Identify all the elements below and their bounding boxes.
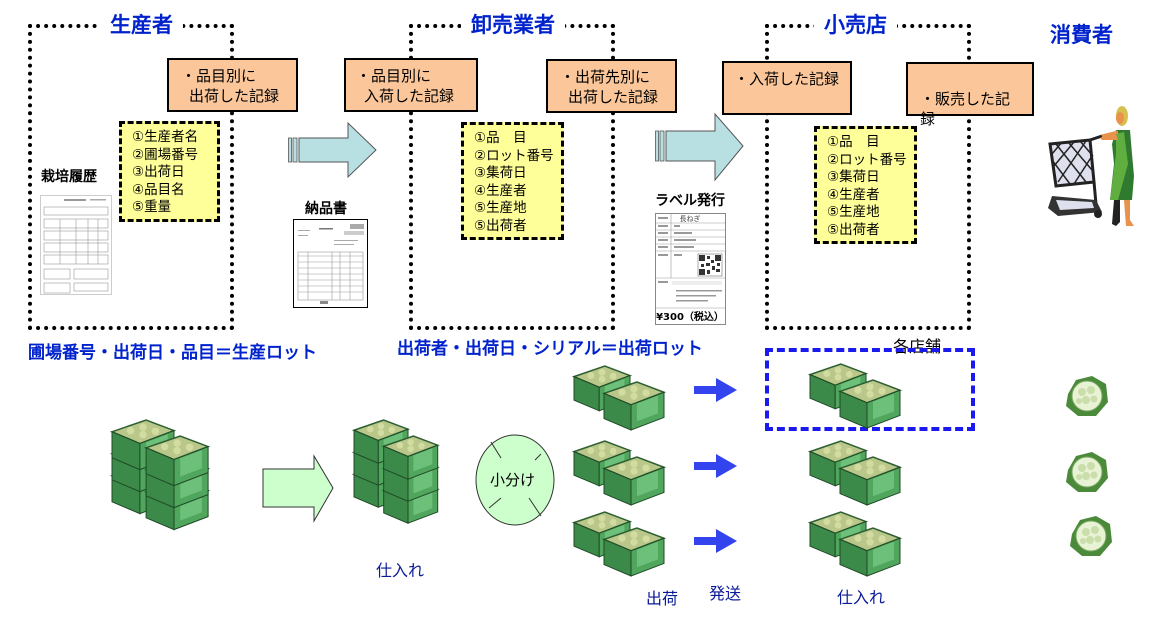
production-lot-definition: 圃場番号・出荷日・品目＝生産ロット <box>28 343 317 363</box>
label-issue-label: ラベル発行 <box>655 193 725 209</box>
info-item: ⑤重量 <box>132 199 172 215</box>
cauliflower-icon <box>1066 452 1108 492</box>
record-line: ・品目別に <box>181 67 257 85</box>
consumer-title: 消費者 <box>1050 23 1113 47</box>
retailer-receipt-record: ・入荷した記録 <box>722 61 852 115</box>
info-item: ④生産者 <box>474 182 527 199</box>
info-item: ①品 目 <box>827 134 880 150</box>
record-line: ・品目別に <box>356 67 432 85</box>
subdivide-label: 小分け <box>490 471 536 489</box>
record-line: 入荷した記録 <box>364 87 455 105</box>
retailer-title: 小売店 <box>814 12 897 38</box>
shopper-with-cart-icon <box>1048 106 1134 226</box>
wholesale-purchase-label: 仕入れ <box>376 561 425 580</box>
info-item: ②ロット番号 <box>827 151 907 168</box>
info-item: ④生産者 <box>827 186 880 203</box>
label-price: ¥300（税込） <box>656 310 724 323</box>
crate-icon <box>837 379 903 429</box>
shipping-arrow-icon <box>694 454 737 478</box>
wholesaler-shipment-record: ・出荷先別に 出荷した記録 <box>546 59 677 113</box>
crate-icon <box>601 527 667 577</box>
info-item: ②圃場番号 <box>132 146 199 163</box>
arrow-right-icon <box>262 454 334 523</box>
info-item: ③集荷日 <box>827 169 880 185</box>
delivery-note-document <box>293 219 368 308</box>
cauliflower-icon <box>1070 516 1112 556</box>
crate-stack-large <box>109 419 211 531</box>
crate-pair <box>571 511 667 577</box>
crate-icon <box>601 381 667 431</box>
crate-icon <box>837 456 903 506</box>
info-item: ②ロット番号 <box>474 147 554 164</box>
crate-stack-medium <box>351 419 440 524</box>
crate-pair <box>571 365 667 431</box>
dispatch-label: 発送 <box>709 584 742 603</box>
info-item: ⑤出荷者 <box>827 221 880 238</box>
crate-icon <box>601 456 667 506</box>
crate-pair <box>807 440 903 506</box>
label-icon: 長ねぎ ¥300（税込） <box>656 214 725 323</box>
retail-purchase-label: 仕入れ <box>837 588 886 607</box>
ship-label: 出荷 <box>646 589 679 608</box>
retailer-info-box: ①品 目 ②ロット番号 ③集荷日 ④生産者 ⑤生産地 ⑤出荷者 <box>814 126 917 244</box>
producer-title: 生産者 <box>100 12 183 38</box>
info-item: ③集荷日 <box>474 165 527 181</box>
delivery-note-label: 納品書 <box>305 201 347 217</box>
cauliflower-shape <box>1066 452 1108 492</box>
producer-shipment-record: ・品目別に 出荷した記録 <box>167 58 298 112</box>
store-highlight-frame <box>765 348 975 431</box>
record-line: 出荷した記録 <box>568 88 659 106</box>
crate-icon <box>381 435 440 480</box>
crate-pair <box>571 440 667 506</box>
info-item: ③出荷日 <box>132 164 185 180</box>
document-icon <box>297 224 364 304</box>
record-line: ・入荷した記録 <box>734 70 840 88</box>
info-item: ⑤生産地 <box>474 200 527 216</box>
info-item: ①品 目 <box>474 130 527 146</box>
cauliflower-shape <box>1070 516 1112 556</box>
wholesaler-title: 卸売業者 <box>461 12 565 38</box>
info-item: ①生産者名 <box>132 129 199 145</box>
arrow-right-icon <box>288 121 377 179</box>
cultivation-history-document <box>40 195 112 295</box>
shipping-arrow-icon <box>694 529 737 553</box>
info-item: ④品目名 <box>132 181 185 198</box>
crate-icon <box>837 527 903 577</box>
record-line: ・出荷先別に <box>560 68 651 86</box>
document-icon <box>40 195 112 295</box>
record-line: ・販売した記録 <box>920 90 1011 128</box>
crate-icon <box>807 440 869 487</box>
qr-code-icon <box>697 253 723 277</box>
subdivide-circle <box>475 434 555 526</box>
product-label-document: 長ねぎ ¥300（税込） <box>655 213 726 325</box>
shipment-lot-definition: 出荷者・出荷日・シリアル＝出荷ロット <box>397 339 703 359</box>
cauliflower-shape <box>1066 376 1108 416</box>
crate-pair <box>807 363 903 429</box>
info-item: ⑤生産地 <box>827 204 880 220</box>
cauliflower-icon <box>1066 376 1108 416</box>
label-product-name: 長ねぎ <box>680 214 701 223</box>
cultivation-history-label: 栽培履歴 <box>41 169 97 185</box>
record-line: 出荷した記録 <box>189 87 280 105</box>
crate-icon <box>144 435 211 487</box>
crate-pair <box>807 511 903 577</box>
info-item: ⑤出荷者 <box>474 217 527 234</box>
retailer-sales-record: ・販売した記録 <box>906 62 1034 128</box>
wholesaler-receipt-record: ・品目別に 入荷した記録 <box>344 58 478 112</box>
wholesaler-info-box: ①品 目 ②ロット番号 ③集荷日 ④生産者 ⑤生産地 ⑤出荷者 <box>461 122 564 240</box>
shipping-arrow-icon <box>694 378 737 402</box>
producer-info-box: ①生産者名 ②圃場番号 ③出荷日 ④品目名 ⑤重量 <box>119 121 220 222</box>
arrow-right-icon <box>655 112 744 182</box>
